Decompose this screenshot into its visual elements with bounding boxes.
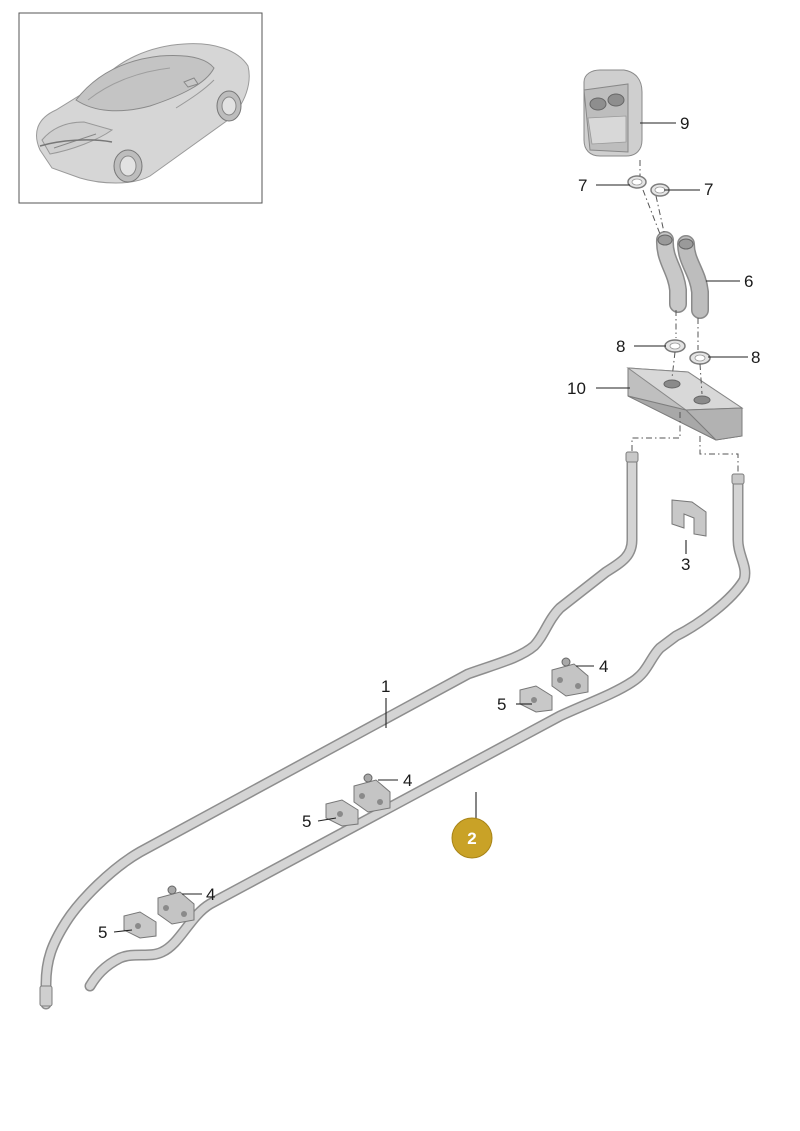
- callout-7-left: 7: [578, 176, 587, 195]
- part-9-heat-exchanger: [583, 69, 643, 157]
- part-6-hoses: [656, 231, 709, 319]
- highlight-badge-2[interactable]: 2: [451, 817, 493, 859]
- callout-3: 3: [681, 555, 690, 574]
- callout-9: 9: [680, 114, 689, 133]
- callout-1: 1: [381, 677, 390, 696]
- part-8-clamp-right: [689, 351, 711, 365]
- assembly-lines: [631, 160, 739, 476]
- part-3-clip: [671, 499, 707, 537]
- part-2-coolant-pipe: [84, 473, 751, 992]
- part-7-clamp-right: [650, 183, 670, 197]
- leader-lines: [113, 122, 748, 933]
- callout-6: 6: [744, 272, 753, 291]
- callout-8-right: 8: [751, 348, 760, 367]
- callout-4-bottom: 4: [206, 885, 215, 904]
- callout-10: 10: [567, 379, 586, 398]
- part-4-bracket-middle: [353, 773, 391, 813]
- callout-7-right: 7: [704, 180, 713, 199]
- callout-4-top: 4: [599, 657, 608, 676]
- part-8-clamp-left: [664, 339, 686, 353]
- vehicle-thumbnail: [18, 12, 263, 204]
- part-7-clamp-left: [627, 175, 647, 189]
- porsche-911-coupe-icon: [36, 43, 250, 184]
- callouts: 9 7 7 6 8 8 10 3 1 4 5 4 5 4 5: [98, 114, 760, 942]
- callout-5-middle: 5: [302, 812, 311, 831]
- callout-4-middle: 4: [403, 771, 412, 790]
- callout-5-bottom: 5: [98, 923, 107, 942]
- part-5-bracket-bottom: [123, 911, 157, 939]
- part-4-bracket-top: [551, 657, 589, 697]
- callout-8-left: 8: [616, 337, 625, 356]
- part-5-bracket-middle: [325, 799, 359, 827]
- badge-label: 2: [467, 829, 476, 848]
- badge-circle: [451, 817, 493, 859]
- callout-5-top: 5: [497, 695, 506, 714]
- part-1-coolant-pipe: [39, 451, 639, 1010]
- part-4-bracket-bottom: [157, 885, 195, 925]
- part-5-bracket-top: [519, 685, 553, 713]
- part-10-insulation-block: [626, 367, 744, 441]
